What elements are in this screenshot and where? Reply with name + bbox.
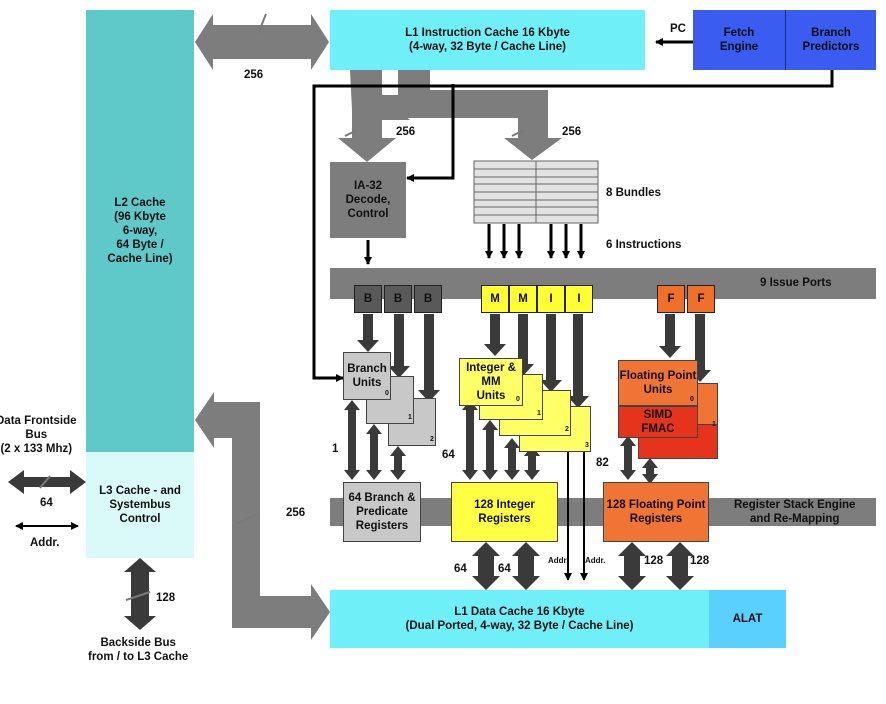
bundles-label: 8 Bundles <box>606 187 661 199</box>
backside-bus-label: Backside Bus from / to L3 Cache <box>88 637 189 663</box>
l2-l1d-bus-arrow <box>195 392 330 640</box>
width-256-fetch-right: 256 <box>562 126 582 138</box>
fetch-arrow-left <box>338 70 410 162</box>
addr-label-left: Addr. <box>30 537 60 549</box>
predictor-feedback-line <box>312 70 834 382</box>
int-unit-index-1: 1 <box>537 410 541 417</box>
backside-bus-arrow <box>124 558 156 630</box>
port-b-3: B <box>414 285 442 313</box>
int-unit-index-2: 2 <box>565 426 569 433</box>
decode-feedback-line <box>406 84 455 182</box>
issue-ports-label: 9 Issue Ports <box>760 277 832 289</box>
integer-mm-units: Integer & MM Units <box>459 358 523 406</box>
l2-cache: L2 Cache (96 Kbyte 6-way, 64 Byte / Cach… <box>86 10 194 452</box>
alat: ALAT <box>709 590 786 648</box>
width-64-l1d-2: 64 <box>498 563 511 575</box>
width-64-frontside: 64 <box>40 497 53 509</box>
simd-fmac: SIMD FMAC <box>618 406 698 438</box>
l3-systembus-control: L3 Cache - and Systembus Control <box>86 452 194 558</box>
register-cache-arrows <box>472 542 694 590</box>
branch-predictors: Branch Predictors <box>785 10 876 70</box>
addr-label-2: Addr. <box>585 556 606 565</box>
port-i-2: I <box>565 285 593 313</box>
l1i-title: L1 Instruction Cache 16 Kbyte <box>405 27 570 39</box>
width-1-branch: 1 <box>332 443 339 455</box>
l2-l1i-bus-arrow <box>195 14 329 70</box>
branch-predicate-registers: 64 Branch & Predicate Registers <box>343 482 421 542</box>
width-256-top: 256 <box>244 69 264 81</box>
width-64-int: 64 <box>442 449 455 461</box>
int-unit-index-3: 3 <box>585 442 589 449</box>
port-unit-arrows <box>357 314 711 408</box>
width-128-l1d-2: 128 <box>690 555 710 567</box>
port-f-2: F <box>687 285 715 313</box>
l1d-title: L1 Data Cache 16 Kbyte <box>454 606 585 618</box>
port-b-2: B <box>384 285 412 313</box>
port-i-1: I <box>537 285 565 313</box>
fp-unit-index-1: 1 <box>712 421 716 428</box>
instructions-label: 6 Instructions <box>606 239 682 251</box>
port-m-1: M <box>481 285 509 313</box>
branch-unit-index-1: 1 <box>408 414 412 421</box>
width-128-l1d-1: 128 <box>644 555 664 567</box>
width-256-fetch-left: 256 <box>396 126 416 138</box>
addr-lines <box>564 450 588 581</box>
pc-label: PC <box>670 23 686 35</box>
branch-unit-index-2: 2 <box>430 436 434 443</box>
l1i-detail: (4-way, 32 Byte / Cache Line) <box>408 41 566 53</box>
fetch-arrow-right <box>382 70 562 160</box>
data-frontside-bus-label: Data Frontside Bus (2 x 133 Mhz) <box>0 415 77 455</box>
width-82-fp: 82 <box>596 457 609 469</box>
fetch-engine: Fetch Engine <box>693 10 785 70</box>
rse-label: Register Stack Engine and Re-Mapping <box>734 499 856 525</box>
integer-registers: 128 Integer Registers <box>451 482 558 542</box>
int-unit-index-0: 0 <box>516 396 520 403</box>
port-m-2: M <box>509 285 537 313</box>
unit-register-arrows <box>344 400 658 484</box>
bundles-grid <box>473 160 599 224</box>
width-128-backside: 128 <box>156 592 176 604</box>
ia32-decode-control: IA-32 Decode, Control <box>330 162 406 238</box>
l1-data-cache: L1 Data Cache 16 Kbyte (Dual Ported, 4-w… <box>330 590 709 648</box>
fp-units: Floating Point Units <box>618 360 698 406</box>
branch-units: Branch Units <box>343 352 391 400</box>
fp-registers: 128 Floating Point Registers <box>603 482 709 542</box>
instruction-arrows <box>485 224 585 259</box>
addr-label-1: Addr. <box>548 556 569 565</box>
bus-width-ticks <box>39 13 525 601</box>
l1d-detail: (Dual Ported, 4-way, 32 Byte / Cache Lin… <box>405 620 634 632</box>
port-b-1: B <box>354 285 382 313</box>
port-f-1: F <box>657 285 685 313</box>
l1-instruction-cache: L1 Instruction Cache 16 Kbyte (4-way, 32… <box>330 10 645 70</box>
width-64-l1d-1: 64 <box>454 563 467 575</box>
branch-unit-index-0: 0 <box>385 390 389 397</box>
frontside-bus-arrow <box>8 470 86 494</box>
width-256-l1d: 256 <box>286 507 306 519</box>
fp-unit-index-0: 0 <box>690 396 694 403</box>
